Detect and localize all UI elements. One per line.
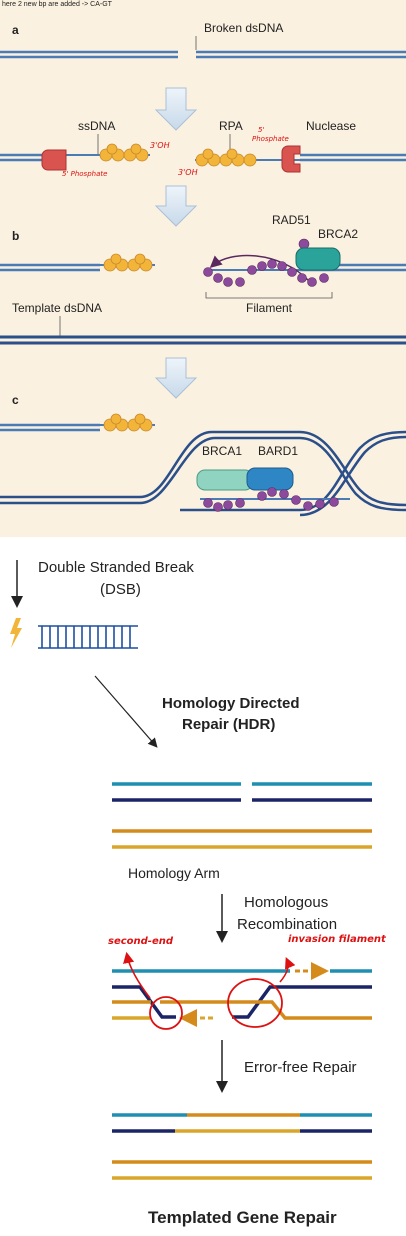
hdr-label-line2: Repair (HDR) [182, 716, 275, 733]
ssdna-label: ssDNA [78, 119, 115, 133]
homologous-label-line1: Homologous [244, 894, 328, 911]
rpa-cluster-right [195, 148, 257, 167]
broken-dsdna-strands [0, 50, 406, 59]
dna-ladder-icon [38, 625, 138, 649]
rpa-label: RPA [219, 119, 243, 133]
second-end-pointer [123, 951, 151, 999]
process-arrow-1 [154, 87, 198, 131]
brca2-protein [295, 247, 341, 271]
dsb-label-line1: Double Stranded Break [38, 559, 194, 576]
five-phosphate-left: 5' Phosphate [62, 170, 107, 178]
five-phosphate-right-1: 5' [258, 126, 264, 134]
homology-arm-template [112, 829, 372, 849]
top-panel-background [0, 0, 406, 537]
filament-arrow [209, 254, 311, 283]
brca2-label: BRCA2 [318, 227, 358, 241]
broken-dsdna-label: Broken dsDNA [204, 21, 283, 35]
panel-label-a: a [12, 23, 19, 37]
three-oh-left: 3'OH [150, 141, 170, 150]
repaired-chromosome [112, 1113, 372, 1133]
invasion-filament-label: invasion filament [288, 934, 387, 945]
rpa-cluster-left [99, 143, 149, 162]
bard1-label: BARD1 [258, 444, 298, 458]
recombination-intermediate [112, 962, 372, 1027]
homology-arm-label: Homology Arm [128, 865, 220, 881]
second-end-label: second-end [108, 936, 174, 947]
dsb-label-line2: (DSB) [100, 581, 141, 598]
top-note: here 2 new bp are added -> CA-GT [2, 1, 113, 8]
template-dsdna-label: Template dsDNA [12, 301, 102, 315]
panel-label-c: c [12, 393, 19, 407]
brca1-protein [196, 469, 254, 491]
process-arrow-3 [154, 357, 198, 399]
rad51-filament [203, 238, 329, 287]
templated-gene-repair-title: Templated Gene Repair [148, 1208, 337, 1227]
second-end-circle [149, 996, 183, 1030]
invasion-filament-pointer [279, 957, 296, 983]
hdr-label-line1: Homology Directed [162, 695, 300, 712]
rad51-label: RAD51 [272, 213, 311, 227]
process-arrow-2 [154, 185, 198, 227]
rpa-cluster-b [103, 253, 153, 272]
invasion-filament-circle [227, 978, 283, 1028]
error-free-label: Error-free Repair [244, 1059, 357, 1076]
filament-bracket [205, 292, 333, 299]
lightning-icon [10, 618, 22, 648]
hdr-diagonal-arrow [94, 675, 158, 748]
rad51-filament-c [203, 487, 339, 512]
nuclease-protein-left [41, 149, 67, 171]
bard1-protein [246, 467, 294, 491]
three-oh-right: 3'OH [178, 168, 198, 177]
template-after-repair [112, 1160, 372, 1180]
homologous-label-line2: Recombination [237, 916, 337, 933]
nuclease-label: Nuclease [306, 119, 356, 133]
panel-label-b: b [12, 229, 19, 243]
brca1-label: BRCA1 [202, 444, 242, 458]
broken-chromosome [112, 782, 372, 802]
five-phosphate-right-2: Phosphate [252, 135, 289, 143]
rpa-cluster-c [103, 413, 153, 432]
nuclease-protein-right [281, 145, 301, 173]
panel-c-bottom-strands [180, 498, 350, 512]
template-dsdna-strands [0, 335, 406, 345]
filament-label: Filament [246, 301, 293, 315]
